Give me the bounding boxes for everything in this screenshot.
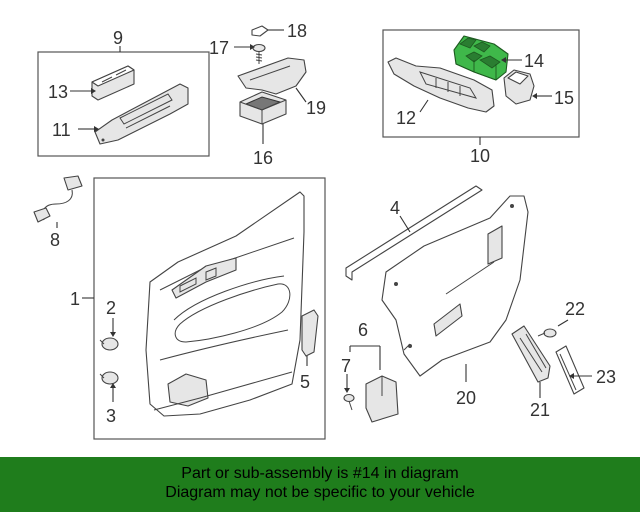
callout-20: 20 bbox=[456, 388, 476, 408]
callout-21: 21 bbox=[530, 400, 550, 420]
part-17-screw bbox=[252, 43, 266, 64]
part-6-cover bbox=[365, 375, 399, 423]
callout-17: 17 bbox=[209, 38, 229, 58]
banner-line-disclaimer: Diagram may not be specific to your vehi… bbox=[165, 484, 475, 501]
callout-23: 23 bbox=[596, 367, 616, 387]
callout-3: 3 bbox=[106, 406, 116, 426]
part-18-clip bbox=[251, 25, 269, 37]
callout-7: 7 bbox=[341, 356, 351, 376]
part-23-trim-strip bbox=[555, 345, 585, 395]
callout-10: 10 bbox=[470, 146, 490, 166]
part-15-switch bbox=[503, 69, 535, 105]
part-11-bezel bbox=[94, 83, 189, 145]
part-1-box bbox=[93, 177, 326, 440]
callout-5: 5 bbox=[300, 372, 310, 392]
part-13-switch bbox=[91, 65, 135, 101]
part-12-master-bezel bbox=[387, 57, 495, 113]
info-banner: Part or sub-assembly is #14 in diagram D… bbox=[0, 457, 640, 512]
part-16-pocket bbox=[239, 91, 287, 125]
callout-6: 6 bbox=[358, 320, 368, 340]
callout-13: 13 bbox=[48, 82, 68, 102]
group-10-box bbox=[382, 29, 580, 138]
callout-15: 15 bbox=[554, 88, 574, 108]
part-3-clip bbox=[99, 371, 119, 385]
callout-14: 14 bbox=[524, 51, 544, 71]
callout-19: 19 bbox=[306, 98, 326, 118]
part-20-inner-panel bbox=[381, 195, 529, 377]
callout-22: 22 bbox=[565, 299, 585, 319]
callout-4: 4 bbox=[390, 198, 400, 218]
part-2-clip bbox=[99, 337, 119, 351]
part-21-handle-bracket bbox=[511, 325, 551, 383]
callout-1: 1 bbox=[70, 289, 80, 309]
part-19-trim-cover bbox=[237, 57, 307, 95]
part-4-weatherstrip bbox=[345, 185, 483, 281]
part-1-door-trim-panel bbox=[145, 191, 305, 417]
callout-2: 2 bbox=[106, 298, 116, 318]
banner-line-part-number: Part or sub-assembly is #14 in diagram bbox=[181, 465, 459, 482]
part-8-wiring-harness bbox=[33, 175, 83, 223]
part-7-screw bbox=[343, 393, 355, 411]
part-14-power-window-master-switch[interactable] bbox=[453, 35, 509, 81]
group-9-box bbox=[37, 51, 210, 157]
callout-18: 18 bbox=[287, 21, 307, 41]
callout-16: 16 bbox=[253, 148, 273, 168]
group-6-bracket bbox=[349, 345, 381, 370]
part-22-screw bbox=[537, 328, 557, 338]
callout-11: 11 bbox=[52, 120, 71, 140]
part-5-bracket bbox=[301, 309, 319, 357]
callout-8: 8 bbox=[50, 230, 60, 250]
callout-12: 12 bbox=[396, 108, 416, 128]
callout-9: 9 bbox=[113, 28, 123, 48]
